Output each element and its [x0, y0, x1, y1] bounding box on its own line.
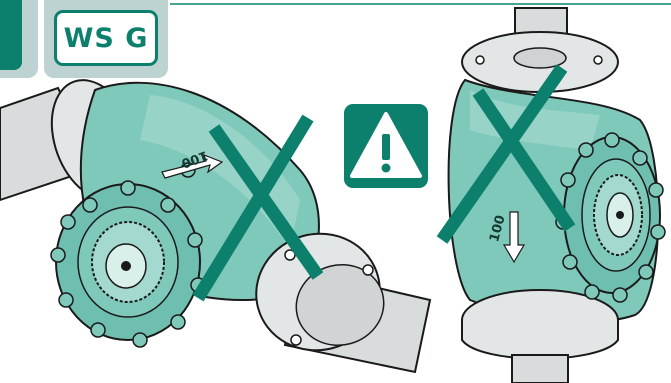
warning-triangle-icon: [344, 104, 428, 188]
pipe-right-lower: [512, 355, 568, 383]
model-badge-label: WS G: [64, 23, 149, 54]
header-rule: [170, 3, 671, 5]
side-tab-accent: [0, 0, 22, 70]
model-badge: WS G: [44, 0, 168, 78]
warning-sign: [344, 104, 428, 188]
side-tab: [0, 0, 38, 78]
right-valve-assembly: 100: [449, 8, 665, 383]
model-badge-frame: WS G: [54, 10, 158, 66]
